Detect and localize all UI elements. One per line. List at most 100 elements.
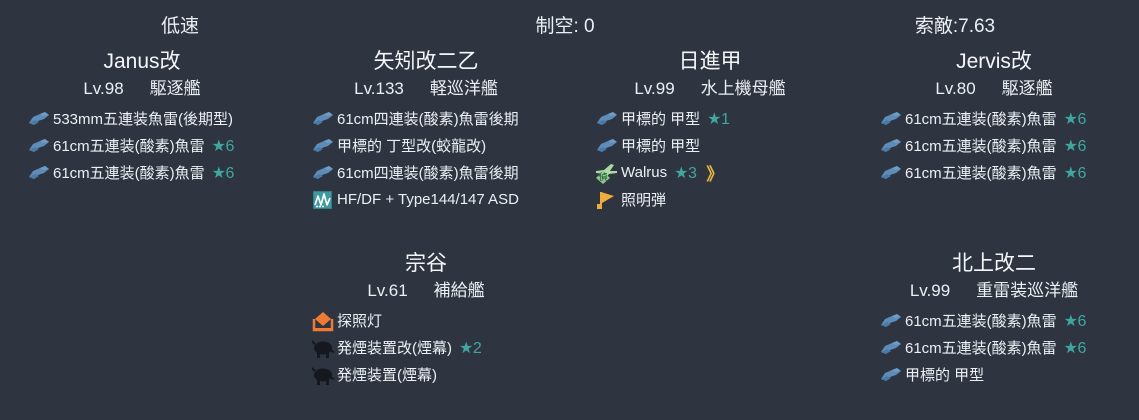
- equipment-row[interactable]: 61cm四連装(酸素)魚雷後期: [310, 159, 562, 186]
- ship-card[interactable]: Janus改 Lv.98 駆逐艦 533mm五連装魚雷(後期型) 61cm五連装(酸素)…: [0, 48, 284, 213]
- equipment-row[interactable]: 61cm五連装(酸素)魚雷 ★6: [26, 159, 278, 186]
- ship-class: 水上機母艦: [700, 79, 786, 98]
- ship-meta: Lv.98 駆逐艦: [6, 76, 278, 102]
- equipment-name: 甲標的 甲型: [905, 367, 985, 384]
- equipment-improvement-star: ★6: [211, 137, 235, 155]
- torpedo-icon: [881, 367, 901, 381]
- ship-meta: Lv.80 駆逐艦: [858, 76, 1130, 102]
- equipment-name: 照明弾: [621, 192, 667, 209]
- torpedo-icon: [881, 340, 901, 354]
- smoke-generator-icon: [311, 366, 335, 385]
- equipment-proficiency-chevron: 》: [706, 165, 723, 184]
- equipment-name: 61cm五連装(酸素)魚雷: [905, 340, 1057, 357]
- fleet-speed-stat: 低速: [160, 16, 199, 37]
- ship-class: 駆逐艦: [1001, 79, 1053, 98]
- ship-meta: Lv.99 重雷装巡洋艦: [858, 278, 1130, 304]
- equipment-improvement-star: ★6: [211, 164, 235, 182]
- equipment-row[interactable]: 61cm五連装(酸素)魚雷★6: [26, 132, 278, 159]
- ship-name: 日進甲: [678, 50, 742, 73]
- equipment-name: 発煙装置(煙幕): [337, 367, 437, 384]
- ship-level: Lv.80: [935, 79, 976, 98]
- torpedo-icon: [597, 138, 617, 152]
- torpedo-icon: [881, 313, 901, 327]
- equipment-row[interactable]: 甲標的 甲型: [594, 132, 846, 159]
- smoke-generator-icon: [311, 339, 335, 358]
- equipment-list: 61cm五連装(酸素)魚雷 ★6 61cm五連装(酸素)魚雷 ★6 甲標的 甲型: [858, 307, 1130, 388]
- searchlight-icon: [312, 311, 334, 331]
- ship-level: Lv.99: [909, 281, 951, 300]
- torpedo-icon: [29, 165, 49, 179]
- equipment-name: 61cm四連装(酸素)魚雷後期: [337, 165, 519, 182]
- equipment-name: 61cm五連装(酸素)魚雷: [905, 138, 1057, 155]
- ship-class: 軽巡洋艦: [429, 79, 498, 98]
- equipment-name: 甲標的 丁型改(蛟龍改): [337, 138, 487, 155]
- ship-name: 矢矧改二乙: [373, 50, 479, 73]
- ship-level: Lv.133: [354, 79, 404, 98]
- torpedo-icon: [29, 138, 49, 152]
- equipment-name: 61cm五連装(酸素)魚雷: [905, 313, 1057, 330]
- equipment-name: 甲標的 甲型: [621, 138, 701, 155]
- ship-name: 北上改二: [952, 252, 1036, 275]
- equipment-row[interactable]: 発煙装置(煙幕): [310, 361, 562, 388]
- equipment-improvement-star: ★6: [1063, 312, 1087, 330]
- ship-name: Janus改: [103, 50, 181, 73]
- star-shell-icon: [597, 191, 614, 209]
- equipment-row[interactable]: 61cm四連装(酸素)魚雷後期: [310, 105, 562, 132]
- equipment-row[interactable]: 甲標的 丁型改(蛟龍改): [310, 132, 562, 159]
- equipment-name: 61cm五連装(酸素)魚雷: [53, 165, 205, 182]
- equipment-list: 61cm四連装(酸素)魚雷後期甲標的 丁型改(蛟龍改)61cm四連装(酸素)魚雷…: [290, 105, 562, 213]
- torpedo-icon: [29, 111, 49, 125]
- equipment-name: 甲標的 甲型: [621, 111, 701, 128]
- equipment-name: 533mm五連装魚雷(後期型): [53, 111, 234, 128]
- equipment-name: 探照灯: [337, 313, 383, 330]
- equipment-improvement-star: ★6: [1063, 137, 1087, 155]
- equipment-row[interactable]: 発煙装置改(煙幕)★2: [310, 334, 562, 361]
- equipment-list: 探照灯発煙装置改(煙幕)★2 発煙装置(煙幕): [290, 307, 562, 388]
- equipment-name: 61cm五連装(酸素)魚雷: [905, 165, 1057, 182]
- torpedo-icon: [881, 165, 901, 179]
- equipment-row[interactable]: 探照灯: [310, 307, 562, 334]
- ship-meta: Lv.133 軽巡洋艦: [290, 76, 562, 102]
- equipment-row[interactable]: 533mm五連装魚雷(後期型): [26, 105, 278, 132]
- equipment-row[interactable]: 61cm五連装(酸素)魚雷 ★6: [878, 132, 1130, 159]
- torpedo-icon: [597, 111, 617, 125]
- equipment-row[interactable]: HF/DF + Type144/147 ASD: [310, 186, 562, 213]
- fleet-stats-row: 低速 制空: 0 索敵:7.63: [0, 12, 1139, 42]
- equipment-improvement-star: ★6: [1063, 339, 1087, 357]
- equipment-row[interactable]: 照明弾: [594, 186, 846, 213]
- ship-class: 補給艦: [433, 281, 485, 300]
- equipment-row[interactable]: 甲標的 甲型: [878, 361, 1130, 388]
- ship-class: 駆逐艦: [149, 79, 201, 98]
- ship-class: 重雷装巡洋艦: [976, 281, 1079, 300]
- equipment-row[interactable]: 61cm五連装(酸素)魚雷 ★6: [878, 307, 1130, 334]
- svg-text:偵: 偵: [598, 171, 607, 183]
- equipment-improvement-star: ★6: [1063, 164, 1087, 182]
- equipment-improvement-star: ★2: [459, 339, 482, 357]
- equipment-name: HF/DF + Type144/147 ASD: [337, 191, 519, 208]
- ship-name: 宗谷: [405, 252, 447, 275]
- equipment-row[interactable]: 甲標的 甲型★1: [594, 105, 846, 132]
- equipment-row[interactable]: 61cm五連装(酸素)魚雷★6: [878, 105, 1130, 132]
- sonar-icon: [313, 190, 332, 209]
- fleet-air-power-stat: 制空: 0: [535, 16, 595, 37]
- seaplane-recon-icon: 偵: [596, 163, 617, 184]
- ship-name: Jervis改: [956, 50, 1032, 73]
- torpedo-icon: [881, 111, 901, 125]
- ship-row-top: Janus改 Lv.98 駆逐艦 533mm五連装魚雷(後期型) 61cm五連装(酸素)…: [0, 48, 1139, 213]
- equipment-list: 61cm五連装(酸素)魚雷 ★6 61cm五連装(酸素)魚雷 ★6 61cm五連装(酸素…: [858, 105, 1130, 186]
- equipment-name: 61cm五連装(酸素)魚雷: [905, 111, 1057, 128]
- ship-level: Lv.98: [83, 79, 124, 98]
- equipment-name: Walrus: [621, 164, 668, 181]
- equipment-row[interactable]: 61cm五連装(酸素)魚雷 ★6: [878, 159, 1130, 186]
- equipment-row[interactable]: 61cm五連装(酸素)魚雷 ★6: [878, 334, 1130, 361]
